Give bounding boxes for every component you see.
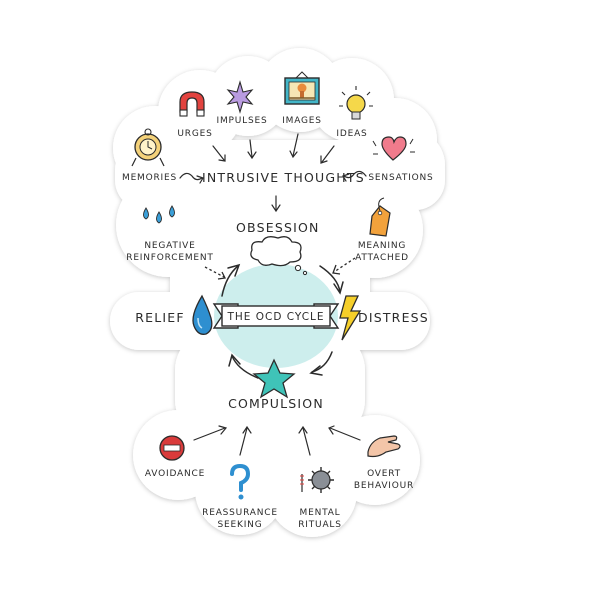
hand-icon — [367, 435, 401, 458]
star-teal-icon — [252, 358, 296, 399]
lightbulb-icon — [339, 86, 373, 120]
compulsion-arrows — [193, 425, 361, 456]
memories-label: MEMORIES — [122, 173, 178, 183]
reassurance-seeking-line1: REASSURANCE — [202, 508, 278, 518]
question-mark-icon — [230, 463, 251, 500]
overt-behaviour-label: OVERT BEHAVIOUR — [346, 468, 422, 492]
impulses-label: IMPULSES — [216, 116, 268, 126]
negative-reinforcement-line2: REINFORCEMENT — [126, 253, 214, 263]
sensations-label: SENSATIONS — [368, 173, 434, 183]
water-drop-icon — [192, 294, 213, 335]
negative-reinforcement-line1: NEGATIVE — [144, 241, 196, 251]
heart-icon — [372, 136, 415, 161]
negative-reinforcement-label: NEGATIVE REINFORCEMENT — [118, 240, 222, 264]
avoidance-line1: AVOIDANCE — [144, 469, 206, 479]
distress-label: DISTRESS — [358, 310, 429, 325]
thought-cloud-icon — [250, 236, 308, 276]
reassurance-seeking-line2: SEEKING — [217, 520, 263, 530]
ocd-cycle-title: THE OCD CYCLE — [227, 311, 325, 323]
meaning-attached-line1: MEANING — [357, 241, 407, 251]
mental-rituals-line1: MENTAL — [299, 508, 341, 518]
cycle-arrows — [221, 263, 344, 379]
tag-icon — [369, 197, 391, 237]
ideas-label: IDEAS — [336, 129, 368, 139]
picture-frame-icon — [284, 71, 320, 105]
reassurance-seeking-label: REASSURANCE SEEKING — [200, 507, 280, 531]
lightning-bolt-icon — [339, 295, 362, 341]
intrusive-thoughts-label: INTRUSIVE THOUGHTS — [202, 170, 365, 185]
obsession-label: OBSESSION — [236, 220, 320, 235]
urges-label: URGES — [177, 129, 213, 139]
overt-behaviour-line2: BEHAVIOUR — [353, 481, 415, 491]
dotted-arrows — [204, 257, 356, 278]
center-banner — [212, 303, 340, 329]
magnet-icon — [179, 91, 205, 117]
meaning-attached-label: MEANING ATTACHED — [350, 240, 414, 264]
mental-rituals-line2: RITUALS — [298, 520, 342, 530]
mental-ritual-icon — [300, 467, 334, 493]
mental-rituals-label: MENTAL RITUALS — [288, 507, 352, 531]
relief-label: RELIEF — [135, 310, 185, 325]
star-purple-icon — [226, 80, 254, 114]
compulsion-label: COMPULSION — [228, 396, 324, 411]
water-drops-icon — [143, 205, 175, 224]
source-arrows — [179, 133, 367, 213]
images-label: IMAGES — [282, 116, 322, 126]
overt-behaviour-line1: OVERT — [367, 469, 401, 479]
avoidance-label: AVOIDANCE — [140, 468, 210, 480]
clock-icon — [131, 128, 165, 167]
no-entry-icon — [159, 435, 185, 461]
meaning-attached-line2: ATTACHED — [355, 253, 409, 263]
